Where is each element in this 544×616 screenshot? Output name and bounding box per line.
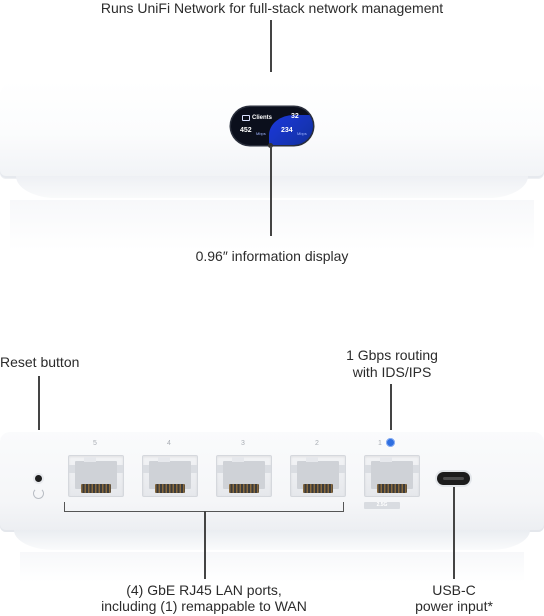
display-clients-count: 32 — [291, 113, 299, 120]
port-number-2: 2 — [315, 440, 319, 447]
rear-device-reflection — [20, 552, 524, 582]
usbc-leader — [453, 487, 455, 579]
port-number-1: 1 — [378, 440, 382, 447]
display-upload-unit: Mbps — [297, 131, 307, 136]
routing-caption-line1: 1 Gbps routing — [346, 347, 438, 363]
rear-device-bevel — [14, 530, 530, 550]
usbc-caption-line2: power input* — [415, 598, 493, 614]
rj45-port-2[interactable] — [290, 455, 346, 497]
display-clients-icon — [242, 115, 250, 121]
reset-caption: Reset button — [0, 354, 80, 370]
lan-caption-line2: including (1) remappable to WAN — [101, 598, 307, 614]
routing-leader — [390, 384, 392, 434]
top-caption-leader — [270, 20, 272, 72]
usbc-caption-line1: USB-C — [432, 582, 476, 598]
globe-icon — [386, 438, 395, 447]
rj45-port-1-wan[interactable] — [364, 455, 420, 497]
usbc-power-port[interactable] — [437, 472, 470, 485]
top-device-bevel — [16, 176, 528, 198]
display-caption-leader — [270, 146, 272, 236]
display-upload-value: 234 — [281, 127, 293, 134]
port-number-3: 3 — [241, 440, 245, 447]
display-wave-graphic — [269, 115, 313, 145]
wan-port-tag: 2.5G — [364, 502, 400, 509]
display-clients-label: Clients — [252, 115, 273, 121]
port-number-4: 4 — [167, 440, 171, 447]
rj45-port-5[interactable] — [68, 455, 124, 497]
lan-leader — [204, 511, 206, 579]
display-download-value: 452 — [240, 127, 252, 134]
port-number-5: 5 — [93, 440, 97, 447]
top-caption: Runs UniFi Network for full-stack networ… — [100, 0, 444, 16]
lan-caption-line1: (4) GbE RJ45 LAN ports, — [126, 582, 282, 598]
top-device-reflection — [10, 200, 534, 250]
display-download-unit: Mbps — [256, 131, 266, 136]
information-display: Clients 32 452 Mbps 234 Mbps — [231, 107, 313, 145]
reset-leader — [38, 376, 40, 472]
display-caption: 0.96″ information display — [195, 248, 349, 264]
reset-icon — [33, 488, 44, 499]
rj45-port-4[interactable] — [142, 455, 198, 497]
routing-caption-line2: with IDS/IPS — [352, 364, 432, 380]
rj45-port-3[interactable] — [216, 455, 272, 497]
display-leader-dot — [268, 143, 273, 148]
reset-button[interactable] — [35, 475, 42, 482]
